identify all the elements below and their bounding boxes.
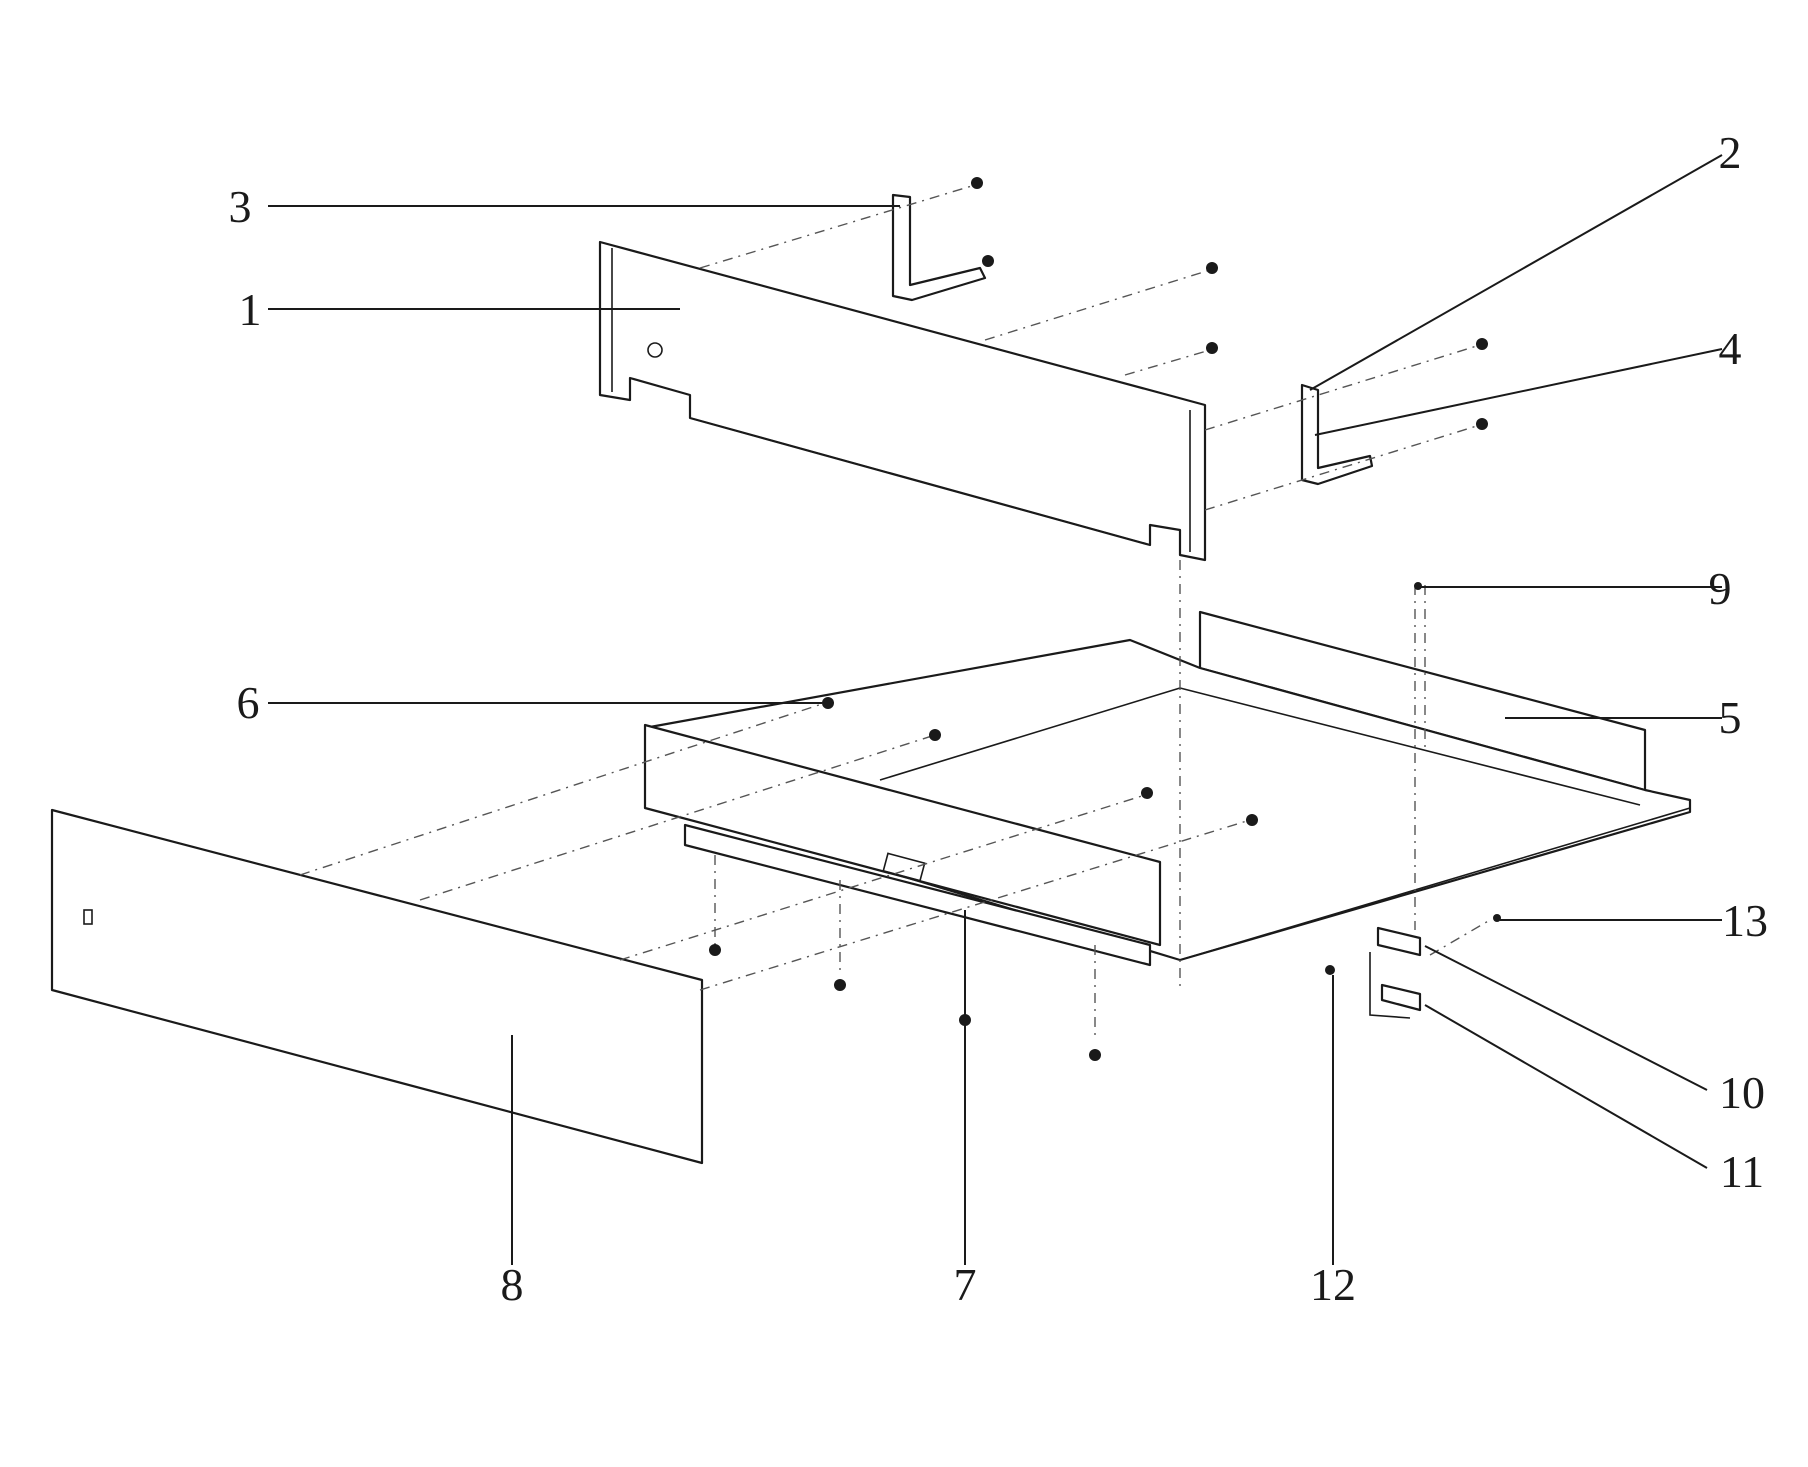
- screw-icon: [971, 177, 983, 189]
- callout-13: 13: [1722, 895, 1768, 946]
- hinge-parts: [1369, 926, 1422, 1019]
- screw-icon: [1476, 338, 1488, 350]
- screw-icon: [1476, 418, 1488, 430]
- screw-icon: [1206, 342, 1218, 354]
- screw-icon: [709, 944, 721, 956]
- leader-lines: [268, 154, 1723, 1265]
- screw-icon: [1325, 965, 1335, 975]
- screw-icon: [982, 255, 994, 267]
- assembly-lines: [299, 184, 1491, 1040]
- screw-icon: [1493, 914, 1501, 922]
- screw-icon: [834, 979, 846, 991]
- callout-11: 11: [1720, 1146, 1764, 1197]
- callout-2: 2: [1719, 127, 1742, 178]
- screw-icon: [1089, 1049, 1101, 1061]
- left-bracket-part: [891, 193, 987, 302]
- callout-1: 1: [239, 284, 262, 335]
- callout-labels: 3 1 2 4 9 5 6 13 10 11 8 7 12: [229, 127, 1769, 1310]
- callout-3: 3: [229, 181, 252, 232]
- callout-10: 10: [1719, 1067, 1765, 1118]
- callout-4: 4: [1719, 323, 1742, 374]
- front-rail-part: [643, 723, 1162, 967]
- front-panel-part: [50, 808, 704, 1165]
- callout-9: 9: [1709, 563, 1732, 614]
- screw-icon: [822, 697, 834, 709]
- screw-icon: [1246, 814, 1258, 826]
- right-bracket-part: [1300, 383, 1374, 486]
- screw-icon: [1206, 262, 1218, 274]
- callout-8: 8: [501, 1259, 524, 1310]
- screw-icon: [929, 729, 941, 741]
- screw-icon: [1141, 787, 1153, 799]
- callout-12: 12: [1310, 1259, 1356, 1310]
- callout-5: 5: [1719, 692, 1742, 743]
- rear-panel-part: [598, 240, 1207, 562]
- callout-6: 6: [237, 677, 260, 728]
- callout-7: 7: [954, 1259, 977, 1310]
